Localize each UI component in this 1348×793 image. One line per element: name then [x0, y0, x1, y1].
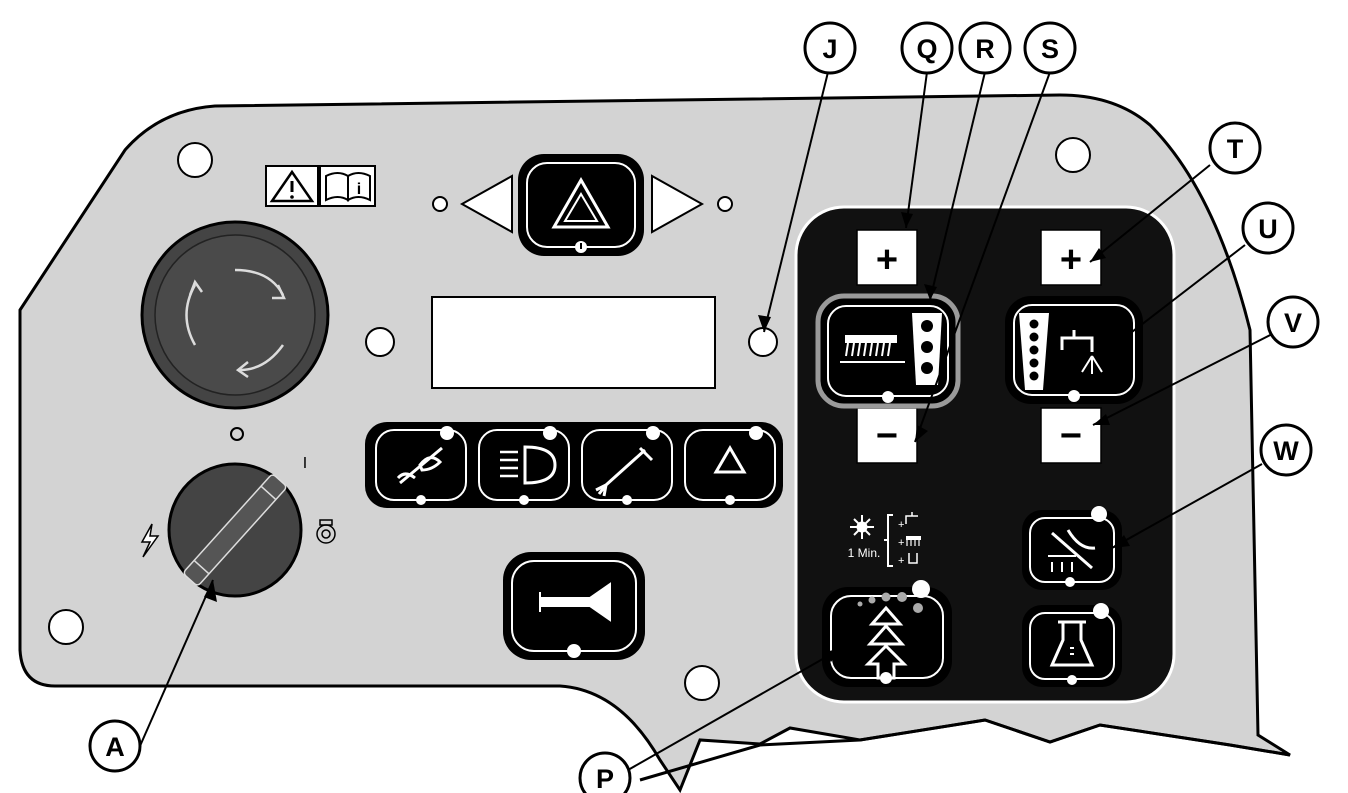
spray-wand-icon [595, 446, 654, 497]
function-button-strip [365, 422, 783, 508]
headlight-icon [523, 445, 557, 485]
recycle-icon [713, 445, 747, 474]
svg-text:+: + [1060, 239, 1082, 281]
callout-J: J [803, 21, 857, 75]
leader-arrowheads [204, 212, 1131, 662]
solution-flow-button[interactable] [1005, 296, 1143, 404]
hazard-button[interactable] [518, 154, 644, 256]
callout-W: W [1259, 423, 1313, 477]
brush-icon [840, 335, 905, 363]
svg-text:R: R [975, 34, 995, 64]
callout-A: A [88, 719, 142, 773]
turn-left-arrow-button[interactable] [459, 174, 513, 234]
engine-icon [316, 519, 336, 544]
spray-wand-button[interactable] [581, 426, 673, 505]
svg-text:Q: Q [916, 34, 937, 64]
off-symbol-icon [230, 427, 244, 441]
flow-level-indicator [1019, 313, 1049, 390]
svg-text:+: + [898, 537, 904, 549]
callout-P: P [578, 751, 632, 793]
callout-R: R [958, 21, 1012, 75]
callout-S: S [1023, 21, 1077, 75]
svg-text:+: + [898, 519, 904, 531]
pressure-level-indicator [912, 313, 942, 385]
callout-leader-lines [139, 63, 1291, 771]
warning-read-manual-icons: i [265, 165, 376, 207]
display-screen [431, 296, 716, 389]
detergent-flask-icon [1049, 620, 1095, 667]
emergency-stop-button[interactable] [140, 220, 330, 410]
vacuum-icon [1048, 529, 1096, 572]
one-step-timer-label: 1 Min. [848, 546, 881, 560]
svg-text:A: A [105, 732, 125, 762]
svg-text:T: T [1227, 134, 1244, 164]
svg-text:S: S [1041, 34, 1059, 64]
panel-cutaway-line [639, 718, 1291, 782]
svg-text:J: J [822, 34, 837, 64]
speed-turtle-rabbit-button[interactable] [375, 426, 467, 505]
svg-text:U: U [1258, 214, 1278, 244]
solution-flow-plus-button[interactable]: + [1040, 229, 1102, 286]
callout-V: V [1266, 295, 1320, 349]
svg-text:−: − [876, 415, 898, 457]
detergent-button[interactable] [1022, 603, 1122, 687]
svg-text:i: i [357, 181, 361, 198]
turn-right-arrow-button[interactable] [651, 174, 705, 234]
progress-dots-icon [857, 592, 923, 613]
callout-U: U [1241, 201, 1295, 255]
recycle-button[interactable] [684, 426, 776, 505]
svg-text:W: W [1273, 436, 1299, 466]
vacuum-squeegee-button[interactable] [1022, 506, 1122, 590]
svg-text:+: + [876, 239, 898, 281]
svg-text:P: P [596, 764, 614, 793]
one-step-scrub-button[interactable] [822, 580, 952, 687]
solution-flow-minus-button[interactable]: − [1040, 407, 1102, 464]
svg-text:+: + [898, 555, 904, 567]
svg-text:−: − [1060, 415, 1082, 457]
key-switch-on-mark: I [303, 455, 307, 472]
callout-Q: Q [900, 21, 954, 75]
lightning-icon [140, 523, 160, 558]
key-switch[interactable] [167, 462, 303, 598]
svg-text:V: V [1284, 308, 1302, 338]
callout-T: T [1208, 121, 1262, 175]
mounting-holes [48, 137, 1091, 701]
rabbit-turtle-icon [396, 446, 443, 485]
headlight-button[interactable] [478, 426, 570, 505]
brush-pressure-button[interactable] [815, 293, 961, 409]
horn-icon [539, 582, 611, 622]
brush-pressure-minus-button[interactable]: − [856, 407, 918, 464]
hazard-triangle-icon [551, 176, 611, 229]
one-step-legend: 1 Min. + + + [848, 512, 921, 567]
brush-pressure-plus-button[interactable]: + [856, 229, 918, 286]
horn-button[interactable] [503, 552, 645, 660]
faucet-icon [1060, 330, 1103, 374]
